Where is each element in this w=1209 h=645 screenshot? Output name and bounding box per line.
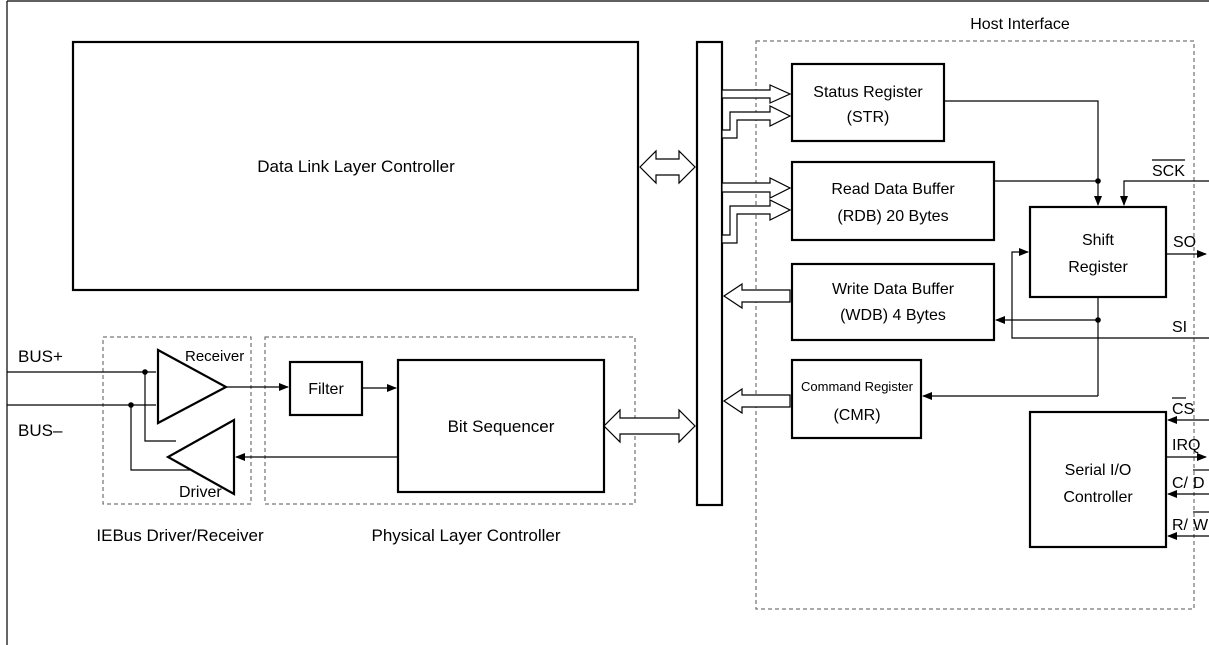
- rw-label-r: R/: [1172, 517, 1189, 534]
- host-interface-label: Host Interface: [970, 16, 1070, 33]
- rdb-junction-dot: [1095, 178, 1101, 184]
- command-register-box: [790, 358, 923, 440]
- serial-io-controller-label-2: Controller: [1063, 489, 1133, 506]
- driver-out-minus-line: [130, 405, 190, 471]
- cd-label-d: D: [1193, 475, 1205, 492]
- shift-register-box: [1028, 205, 1168, 299]
- physical-layer-controller-group: [264, 336, 636, 505]
- serial-io-controller-box: [1028, 410, 1168, 549]
- write-data-buffer-label: Write Data Buffer: [832, 281, 955, 298]
- physical-layer-controller-label: Physical Layer Controller: [372, 526, 561, 545]
- sck-line: [1120, 180, 1209, 206]
- write-data-buffer-box: [790, 262, 996, 342]
- bit-sequencer-label: Bit Sequencer: [448, 417, 555, 436]
- internal-bus: [695, 40, 724, 507]
- data-link-layer-controller-box: [71, 40, 640, 292]
- serial-io-controller-label-1: Serial I/O: [1065, 462, 1132, 479]
- bus-to-str-arrow-2: [721, 105, 792, 139]
- bus-to-str-arrow: [721, 84, 792, 104]
- command-register-label: Command Register: [801, 379, 914, 394]
- bus-to-rdb-arrow: [721, 177, 792, 199]
- data-link-layer-controller-label: Data Link Layer Controller: [257, 157, 455, 176]
- status-register-abbrev: (STR): [847, 109, 890, 126]
- read-data-buffer-size: (RDB) 20 Bytes: [837, 208, 948, 225]
- cmr-to-bus-arrow: [722, 387, 791, 415]
- status-register-box: [790, 62, 946, 143]
- irq-label: IRQ: [1172, 437, 1200, 454]
- read-data-buffer-box: [790, 160, 996, 242]
- bit-sequencer-box: [396, 358, 606, 494]
- str-to-shift-line: [944, 100, 1102, 206]
- shift-register-label-1: Shift: [1082, 232, 1115, 249]
- driver-out-plus-line: [144, 372, 176, 442]
- receiver-triangle: [156, 348, 229, 425]
- command-register-abbrev: (CMR): [833, 407, 880, 424]
- bus-to-rdb-arrow-2: [721, 199, 792, 244]
- rw-label-w: W: [1193, 517, 1209, 534]
- read-data-buffer-label: Read Data Buffer: [831, 181, 955, 198]
- bus-minus-label: BUS–: [18, 421, 63, 440]
- so-label: SO: [1173, 234, 1196, 251]
- iebus-driver-receiver-label: IEBus Driver/Receiver: [96, 526, 264, 545]
- cs-label: CS: [1172, 401, 1194, 418]
- host-interface-group: [755, 40, 1195, 610]
- bus-plus-label: BUS+: [18, 347, 63, 366]
- wdb-to-bus-arrow: [722, 282, 791, 310]
- status-register-label: Status Register: [813, 84, 923, 101]
- si-line: [1011, 248, 1209, 339]
- si-label: SI: [1172, 319, 1187, 336]
- driver-triangle: [165, 418, 236, 496]
- shift-register-label-2: Register: [1068, 259, 1128, 276]
- receiver-label: Receiver: [185, 348, 244, 365]
- bitseq-bus-double-arrow: [603, 408, 696, 444]
- driver-label: Driver: [179, 484, 222, 501]
- write-data-buffer-size: (WDB) 4 Bytes: [840, 307, 946, 324]
- sck-label: SCK: [1152, 163, 1185, 180]
- filter-box: [288, 360, 364, 417]
- cd-label-c: C/: [1172, 475, 1189, 492]
- filter-label: Filter: [308, 381, 344, 398]
- dll-bus-double-arrow: [639, 149, 696, 185]
- iebus-driver-receiver-group: [102, 336, 252, 505]
